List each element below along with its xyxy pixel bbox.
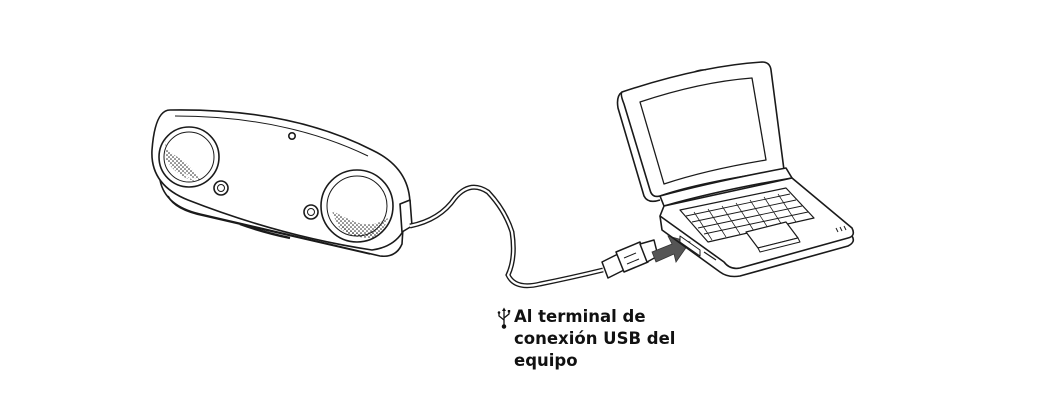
usb-caption-text: Al terminal de conexión USB del equipo (514, 307, 676, 370)
laptop-computer (616, 61, 855, 278)
usb-plug (601, 239, 659, 279)
usb-caption: Al terminal de conexión USB del equipo (497, 306, 737, 372)
usb-cable (409, 184, 604, 289)
usb-icon (497, 307, 511, 329)
speaker-device (151, 109, 413, 258)
